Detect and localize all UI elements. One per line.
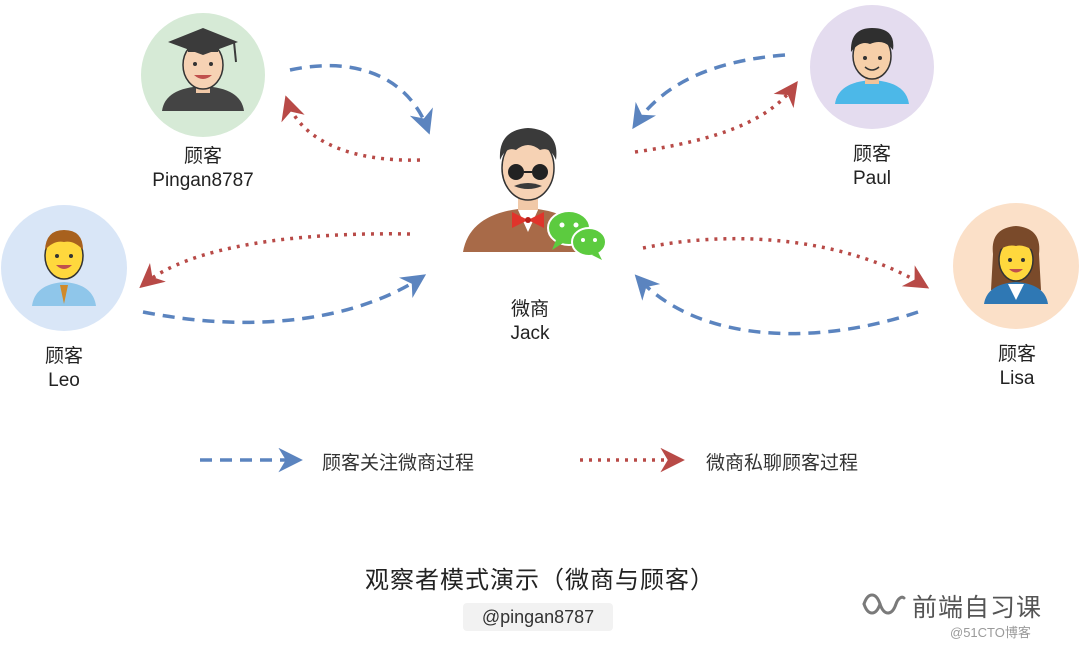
legend-private-label: 微商私聊顾客过程: [706, 453, 859, 474]
arrow-follow-pingan: [289, 63, 433, 135]
brand-name: 前端自习课: [912, 594, 1043, 622]
arrow-follow-lisa: [634, 274, 919, 336]
avatar-lisa: [953, 203, 1079, 329]
label-paul: 顾客 Paul: [812, 143, 932, 191]
watermark: @51CTO博客: [950, 625, 1031, 640]
label-lisa-role: 顾客: [997, 344, 1036, 365]
label-leo: 顾客 Leo: [4, 345, 124, 393]
label-lisa-name: Lisa: [999, 368, 1035, 389]
wechat-icon: [547, 210, 607, 260]
label-leo-role: 顾客: [44, 346, 83, 367]
avatar-paul: [810, 5, 934, 129]
arrow-private-pingan: [281, 95, 421, 162]
label-paul-name: Paul: [852, 168, 892, 189]
label-paul-role: 顾客: [852, 144, 891, 165]
arrow-follow-leo: [142, 274, 427, 325]
arrow-private-leo: [139, 232, 411, 289]
diagram-title: 观察者模式演示（微商与顾客）: [365, 567, 715, 594]
label-pingan-name: Pingan8787: [152, 170, 254, 191]
author-handle: @pingan8787: [463, 603, 613, 631]
avatar-pingan: [141, 13, 265, 137]
arrow-private-paul: [634, 81, 798, 154]
label-pingan-role: 顾客: [183, 146, 222, 167]
wechat-channel-icon: [862, 593, 906, 615]
label-jack: 微商 Jack: [470, 298, 590, 346]
brand: 前端自习课: [860, 584, 1060, 622]
avatar-leo: [1, 205, 127, 331]
label-leo-name: Leo: [48, 370, 80, 391]
avatar-jack: [463, 128, 590, 252]
legend-follow-label: 顾客关注微商过程: [322, 453, 475, 474]
label-jack-role: 微商: [510, 299, 549, 320]
label-pingan: 顾客 Pingan8787: [133, 145, 273, 193]
label-jack-name: Jack: [510, 323, 550, 344]
arrow-private-lisa: [642, 236, 930, 289]
arrow-follow-paul: [632, 53, 786, 130]
label-lisa: 顾客 Lisa: [957, 343, 1077, 391]
